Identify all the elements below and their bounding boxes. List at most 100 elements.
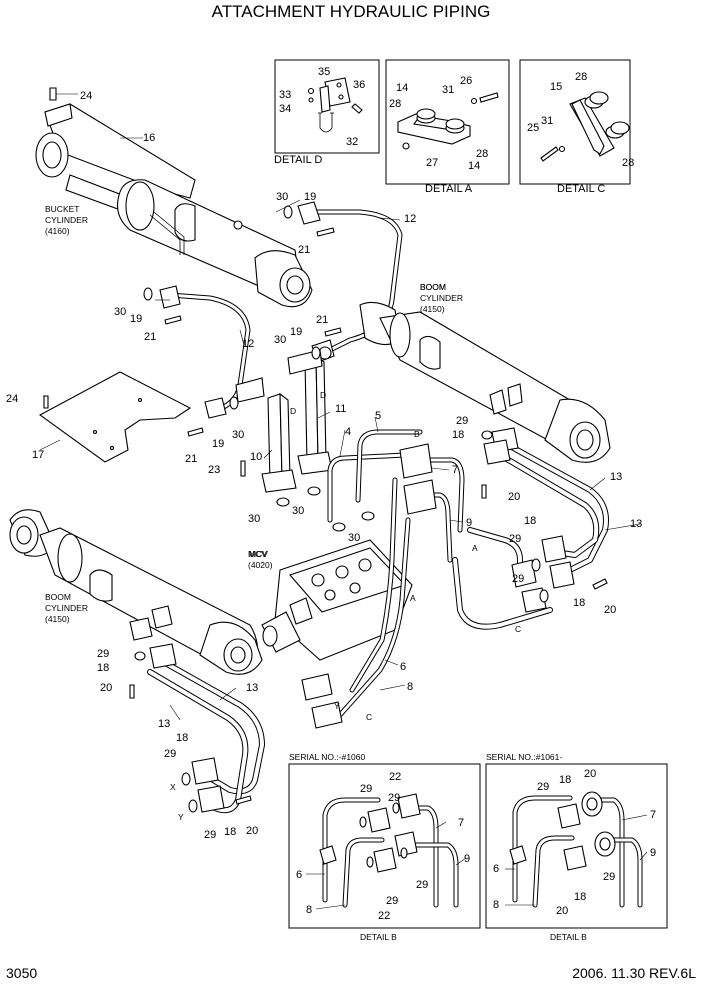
detail-a-label: DETAIL A <box>425 183 473 195</box>
callout: 30 <box>292 505 304 517</box>
callout: 19 <box>304 191 316 203</box>
callout: 20 <box>508 491 520 503</box>
callout: 36 <box>353 79 365 91</box>
callout: 31 <box>442 84 454 96</box>
callout: 6 <box>493 863 499 875</box>
callout: 18 <box>524 515 536 527</box>
callout: D <box>320 390 326 400</box>
callout: 19 <box>212 438 224 450</box>
callout: 29 <box>512 573 524 585</box>
callout: 18 <box>452 429 464 441</box>
callout: 8 <box>306 904 312 916</box>
callout: 29 <box>97 648 109 660</box>
callout: 20 <box>100 682 112 694</box>
callout: 29 <box>360 783 372 795</box>
callout: 6 <box>400 661 406 673</box>
callout: 8 <box>407 681 413 693</box>
callout: 8 <box>493 899 499 911</box>
callout: 30 <box>348 532 360 544</box>
detail-b-label-left: DETAIL B <box>360 932 397 942</box>
callout: 35 <box>318 66 330 78</box>
callout: BOOM <box>420 282 446 292</box>
detail-a-box: DETAIL A <box>385 59 510 195</box>
serial-note-after: SERIAL NO.:#1061- <box>486 752 562 762</box>
detail-b-label-right: DETAIL B <box>550 932 587 942</box>
detail-c-label: DETAIL C <box>557 183 605 195</box>
callout: 20 <box>604 604 616 616</box>
callout: Y <box>178 812 184 822</box>
callout: 7 <box>650 809 656 821</box>
callout: B <box>414 429 420 439</box>
callout: 32 <box>346 136 358 148</box>
callout: 27 <box>426 157 438 169</box>
callout: 20 <box>556 905 568 917</box>
callout: 18 <box>559 774 571 786</box>
detail-c-box: DETAIL C <box>519 59 631 195</box>
callout: 9 <box>650 847 656 859</box>
callout: 30 <box>114 306 126 318</box>
callout: 4 <box>345 426 351 438</box>
callout: C <box>366 712 372 722</box>
page-title: ATTACHMENT HYDRAULIC PIPING <box>212 2 491 21</box>
callout: 29 <box>456 415 468 427</box>
callout: 14 <box>468 160 480 172</box>
callout: 29 <box>388 792 400 804</box>
callout: 24 <box>6 393 18 405</box>
callout: MCV <box>249 549 268 559</box>
callout: 29 <box>509 533 521 545</box>
callout: 30 <box>276 191 288 203</box>
callout: 29 <box>537 781 549 793</box>
callout: 33 <box>279 89 291 101</box>
callout: 29 <box>204 829 216 841</box>
callout: 13 <box>630 518 642 530</box>
callout: 30 <box>248 513 260 525</box>
callout: 29 <box>603 871 615 883</box>
callout: 31 <box>541 115 553 127</box>
callout: 11 <box>335 403 346 415</box>
detail-d-box: DETAIL D <box>274 59 380 166</box>
callout: 28 <box>476 148 488 160</box>
callout: 18 <box>176 732 188 744</box>
callout: 12 <box>242 338 254 350</box>
page-number: 3050 <box>6 965 37 981</box>
callout: 29 <box>164 748 176 760</box>
callout: 21 <box>144 331 156 343</box>
pipes-4-to-9 <box>301 429 465 729</box>
callout: 23 <box>208 464 220 476</box>
callout: 30 <box>274 334 286 346</box>
callout: 13 <box>610 471 622 483</box>
revision-date: 2006. 11.30 REV.6L <box>572 965 696 981</box>
hose-9 <box>452 527 553 630</box>
callout: 28 <box>575 71 587 83</box>
callout: 18 <box>573 597 585 609</box>
callout: 9 <box>466 517 472 529</box>
callout: 20 <box>584 768 596 780</box>
callout: 21 <box>298 244 310 256</box>
callout: 20 <box>246 825 258 837</box>
callout: 25 <box>527 122 539 134</box>
detail-d-label: DETAIL D <box>274 154 322 166</box>
hose-13-left <box>147 643 265 814</box>
callout: X <box>170 782 176 792</box>
callout: 34 <box>279 103 291 115</box>
callout: 18 <box>97 662 109 674</box>
callout: 18 <box>574 891 586 903</box>
callout: 19 <box>130 313 142 325</box>
callout: 9 <box>464 853 470 865</box>
main-control-valve: MCV(4020) <box>248 539 413 661</box>
callout: 28 <box>389 98 401 110</box>
bolts <box>49 87 608 805</box>
callout: 24 <box>80 90 92 102</box>
callout: 26 <box>460 75 472 87</box>
callout: Y <box>334 701 340 711</box>
callout: 5 <box>375 410 381 422</box>
callout: 21 <box>316 314 328 326</box>
callout: 22 <box>378 910 390 922</box>
